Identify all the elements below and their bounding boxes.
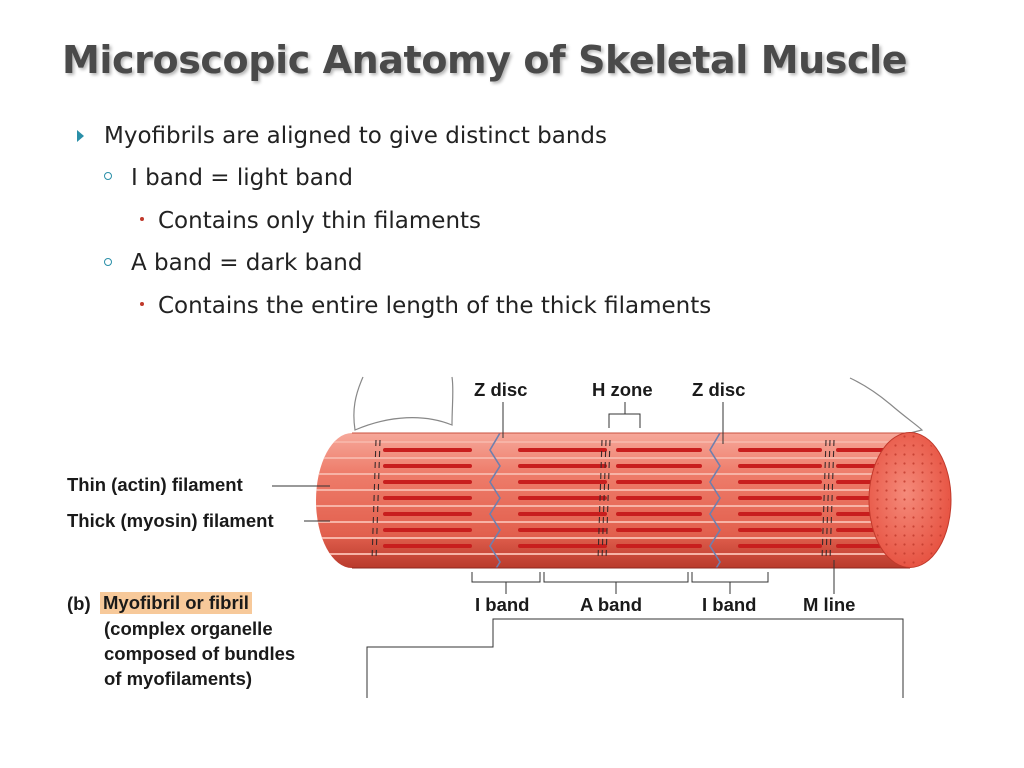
label-z-disc-right: Z disc	[692, 379, 746, 400]
bullet-dot-icon	[140, 302, 144, 306]
caption-part-label: (b)	[67, 593, 91, 614]
bullet-level3: Contains only thin filaments	[158, 208, 482, 234]
background-fibril-right	[849, 377, 924, 434]
bullet-circle-icon	[104, 258, 112, 266]
label-thin-filament: Thin (actin) filament	[67, 474, 243, 495]
bullet-level2: A band = dark band	[131, 250, 363, 276]
bullet-arrow-icon	[77, 130, 84, 142]
pointer-lines	[272, 402, 904, 698]
bullet-level1: Myofibrils are aligned to give distinct …	[104, 123, 608, 149]
label-a-band: A band	[580, 594, 643, 615]
bullet-dot-icon	[140, 217, 144, 221]
caption-line-1: (complex organelle	[104, 618, 273, 639]
bullet-level2: I band = light band	[131, 165, 354, 191]
thin-filaments	[316, 441, 910, 555]
label-m-line: M line	[803, 594, 856, 615]
label-i-band-left: I band	[475, 594, 530, 615]
z-disc-lines	[489, 433, 721, 568]
bullet-level3: Contains the entire length of the thick …	[158, 293, 712, 319]
caption-highlight: Myofibril or fibril	[100, 592, 252, 614]
background-fibril-left	[353, 376, 454, 431]
label-h-zone: H zone	[592, 379, 653, 400]
slide-title: Microscopic Anatomy of Skeletal Muscle	[62, 38, 908, 82]
label-z-disc-left: Z disc	[474, 379, 528, 400]
caption-line-3: of myofilaments)	[104, 668, 253, 689]
caption-line-2: composed of bundles	[104, 643, 296, 664]
m-line-marks	[371, 439, 835, 561]
label-i-band-right: I band	[702, 594, 757, 615]
bullet-circle-icon	[104, 172, 112, 180]
label-thick-filament: Thick (myosin) filament	[67, 510, 274, 531]
